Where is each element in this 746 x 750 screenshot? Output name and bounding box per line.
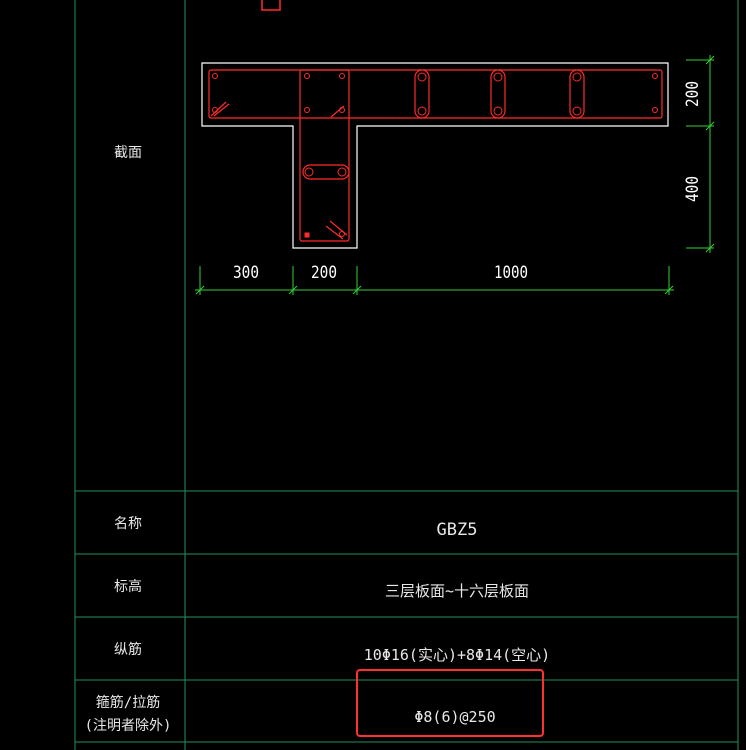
dim-tick (705, 121, 715, 131)
partial-rebar-mark (261, 0, 281, 11)
rebar-dot (652, 107, 658, 113)
dim-tick (705, 55, 715, 65)
row-label-stirrup-note: (注明者除外) (85, 718, 172, 734)
web-stirrup (299, 69, 350, 242)
rebar-dot (493, 72, 503, 82)
rebar-dot (339, 73, 345, 79)
dim-tick (664, 285, 674, 295)
tie-2 (490, 69, 506, 119)
rebar-dot (339, 231, 345, 237)
tie-1 (414, 69, 430, 119)
dim-label-200: 200 (311, 263, 337, 283)
rebar-dot (652, 73, 658, 79)
rebar-dot (337, 167, 347, 177)
dim-label-1000: 1000 (494, 263, 528, 283)
dim-tick (288, 285, 298, 295)
rebar-dot (304, 232, 310, 238)
tie-4 (302, 164, 350, 180)
rebar-dot (493, 106, 503, 116)
stirrup-hook-2 (213, 103, 230, 117)
dim-label-v400: 400 (683, 176, 703, 202)
table-grid (74, 0, 739, 750)
rebar-dot (417, 106, 427, 116)
row-label-name: 名称 (114, 516, 142, 532)
longitudinal-bars (212, 72, 658, 238)
rebar-dot (212, 73, 218, 79)
tie-3 (569, 69, 585, 119)
dim-tick (352, 285, 362, 295)
flange-stirrup (208, 69, 663, 119)
rebar-dot (212, 107, 218, 113)
rebar-dot (304, 167, 314, 177)
dim-tick (195, 285, 205, 295)
rebar-dot (572, 72, 582, 82)
rebar-dot (572, 106, 582, 116)
value-name: GBZ5 (437, 520, 478, 540)
row-label-section: 截面 (114, 145, 142, 161)
row-label-stirrup: 箍筋/拉筋 (96, 694, 160, 711)
value-elevation: 三层板面~十六层板面 (385, 582, 529, 600)
row-label-elevation: 标高 (114, 578, 142, 595)
vertical-dimension (686, 55, 715, 253)
dim-tick (705, 243, 715, 253)
rebar-cage (208, 69, 663, 242)
section-outline (201, 62, 669, 249)
horizontal-dimension (195, 266, 674, 295)
rebar-dot (304, 73, 310, 79)
rebar-dot (304, 107, 310, 113)
highlight-box (356, 669, 544, 737)
dim-label-v200: 200 (683, 81, 703, 107)
value-longitudinal: 10Φ16(实心)+8Φ14(空心) (364, 646, 550, 664)
stirrup-hook-1 (210, 101, 227, 117)
dim-label-300: 300 (233, 263, 259, 283)
row-label-longitudinal: 纵筋 (114, 641, 142, 658)
rebar-dot (417, 72, 427, 82)
stirrup-hook-4 (325, 225, 344, 240)
rebar-dot (339, 107, 345, 113)
value-stirrup: Φ8(6)@250 (414, 708, 495, 726)
